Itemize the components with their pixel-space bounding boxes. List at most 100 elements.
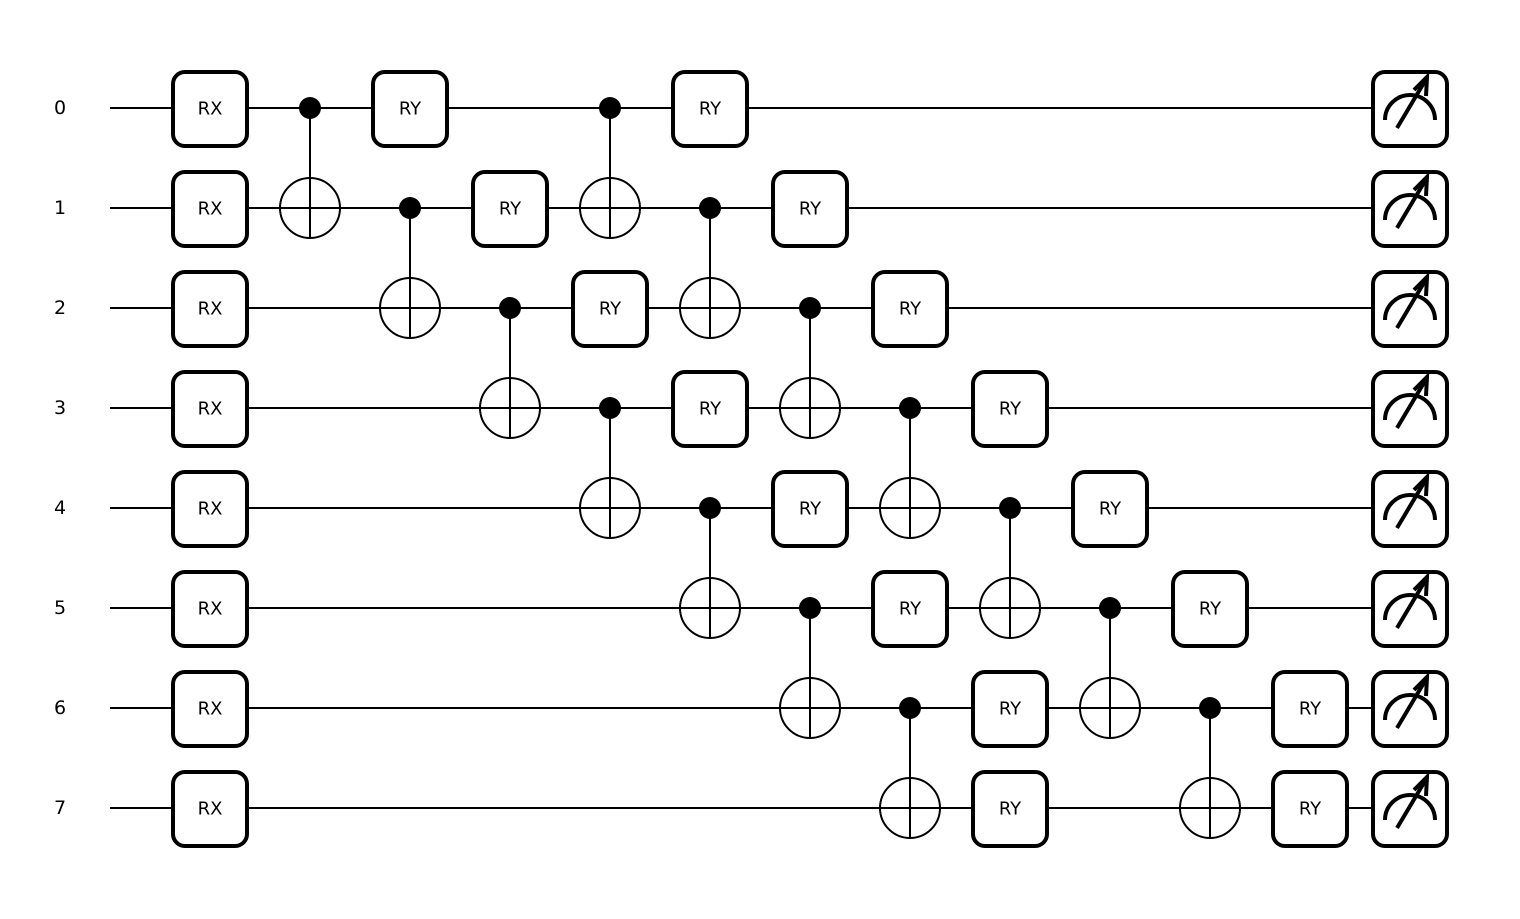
ry-gate-q6-label: RY: [1299, 699, 1322, 720]
cnot-gate-c4-t5: [979, 497, 1041, 639]
qubit-label-6: 6: [54, 697, 66, 719]
ry-gate-q7: RY: [971, 770, 1049, 848]
ry-gate-q6-label: RY: [999, 699, 1022, 720]
ry-gate-q0-label: RY: [399, 99, 422, 120]
ry-gate-q6: RY: [1271, 670, 1349, 748]
measure-gate-q4: [1371, 470, 1449, 548]
ry-gate-q2-label: RY: [899, 299, 922, 320]
cnot-gate-c1-t2-control-dot: [699, 197, 721, 219]
meter-arc-icon: [1383, 493, 1437, 521]
ry-gate-q7-box: [971, 770, 1049, 848]
rx-gate-q1-box: [171, 170, 249, 248]
ry-gate-q5: RY: [1171, 570, 1249, 648]
meter-arrowhead-icon: [1412, 471, 1430, 497]
measure-gate-q7: [1371, 770, 1449, 848]
ry-gate-q5-box: [1171, 570, 1249, 648]
cnot-gate-c0-t1: [279, 97, 341, 239]
meter-arc-icon: [1383, 593, 1437, 621]
ry-gate-q4-box: [1071, 470, 1149, 548]
measure-gate-q1: [1371, 170, 1449, 248]
ry-gate-q2-label: RY: [599, 299, 622, 320]
rx-gate-q2-label: RX: [198, 299, 223, 320]
ry-gate-q2: RY: [571, 270, 649, 348]
meter-arc-icon: [1383, 693, 1437, 721]
ry-gate-q7-label: RY: [1299, 799, 1322, 820]
cnot-gate-c3-t4: [879, 397, 941, 539]
cnot-gate-c4-t5: [679, 497, 741, 639]
cnot-gate-c5-t6: [779, 597, 841, 739]
ry-gate-q4-label: RY: [799, 499, 822, 520]
ry-gate-q4-label: RY: [1099, 499, 1122, 520]
rx-gate-q0-box: [171, 70, 249, 148]
rx-gate-q4-box: [171, 470, 249, 548]
ry-gate-q0: RY: [371, 70, 449, 148]
cnot-gate-c4-t5-control-dot: [999, 497, 1021, 519]
cnot-gate-c5-t6-control-dot: [1099, 597, 1121, 619]
rx-gate-q2-box: [171, 270, 249, 348]
ry-gate-q3: RY: [671, 370, 749, 448]
rx-gate-q3-box: [171, 370, 249, 448]
rx-gate-q6-box: [171, 670, 249, 748]
rx-gate-q3: RX: [171, 370, 249, 448]
cnot-gate-c0-t1: [579, 97, 641, 239]
ry-gate-q2: RY: [871, 270, 949, 348]
qubit-label-7: 7: [54, 797, 66, 819]
cnot-gate-c6-t7-control-dot: [1199, 697, 1221, 719]
qubit-label-4: 4: [54, 497, 66, 519]
rx-gate-q0-label: RX: [198, 99, 223, 120]
ry-gate-q7: RY: [1271, 770, 1349, 848]
meter-needle-icon: [1395, 79, 1427, 130]
meter-arc-icon: [1383, 193, 1437, 221]
cnot-gate-c0-t1-control-dot: [599, 97, 621, 119]
ry-gate-q3: RY: [971, 370, 1049, 448]
cnot-gate-c1-t2-control-dot: [399, 197, 421, 219]
cnot-gate-c3-t4: [579, 397, 641, 539]
measure-gate-q0: [1371, 70, 1449, 148]
cnot-gate-c2-t3: [479, 297, 541, 439]
meter-arc-icon: [1383, 93, 1437, 121]
ry-gate-q0-box: [671, 70, 749, 148]
rx-gate-q0: RX: [171, 70, 249, 148]
meter-needle-icon: [1395, 679, 1427, 730]
measure-gate-q2: [1371, 270, 1449, 348]
ry-gate-q4: RY: [771, 470, 849, 548]
qubit-label-0: 0: [54, 97, 66, 119]
meter-needle-icon: [1395, 179, 1427, 230]
rx-gate-q6-label: RX: [198, 699, 223, 720]
ry-gate-q5-box: [871, 570, 949, 648]
cnot-gate-c1-t2: [679, 197, 741, 339]
ry-gate-q0-box: [371, 70, 449, 148]
ry-gate-q7-label: RY: [999, 799, 1022, 820]
rx-gate-q7-label: RX: [198, 799, 223, 820]
meter-arrowhead-icon: [1412, 171, 1430, 197]
meter-needle-icon: [1395, 779, 1427, 830]
cnot-gate-c5-t6: [1079, 597, 1141, 739]
ry-gate-q3-box: [671, 370, 749, 448]
ry-gate-q2-box: [871, 270, 949, 348]
cnot-gate-c6-t7: [879, 697, 941, 839]
ry-gate-q1-label: RY: [799, 199, 822, 220]
ry-gate-q2-box: [571, 270, 649, 348]
measure-gate-q5: [1371, 570, 1449, 648]
meter-arrowhead-icon: [1412, 71, 1430, 97]
ry-gate-q6-box: [1271, 670, 1349, 748]
meter-arrowhead-icon: [1412, 371, 1430, 397]
meter-needle-icon: [1395, 379, 1427, 430]
ry-gate-q3-label: RY: [999, 399, 1022, 420]
ry-gate-q3-label: RY: [699, 399, 722, 420]
cnot-gate-c1-t2: [379, 197, 441, 339]
rx-gate-q4-label: RX: [198, 499, 223, 520]
ry-gate-q4: RY: [1071, 470, 1149, 548]
meter-needle-icon: [1395, 579, 1427, 630]
rx-gate-q1: RX: [171, 170, 249, 248]
ry-gate-q4-box: [771, 470, 849, 548]
cnot-gate-c6-t7: [1179, 697, 1241, 839]
rx-gate-q7-box: [171, 770, 249, 848]
gates: RXRXRXRXRXRXRXRXRYRYRYRYRYRYRYRYRYRYRYRY…: [171, 70, 1449, 848]
meter-needle-icon: [1395, 279, 1427, 330]
ry-gate-q3-box: [971, 370, 1049, 448]
meter-arrowhead-icon: [1412, 571, 1430, 597]
rx-gate-q2: RX: [171, 270, 249, 348]
qubit-label-5: 5: [54, 597, 66, 619]
